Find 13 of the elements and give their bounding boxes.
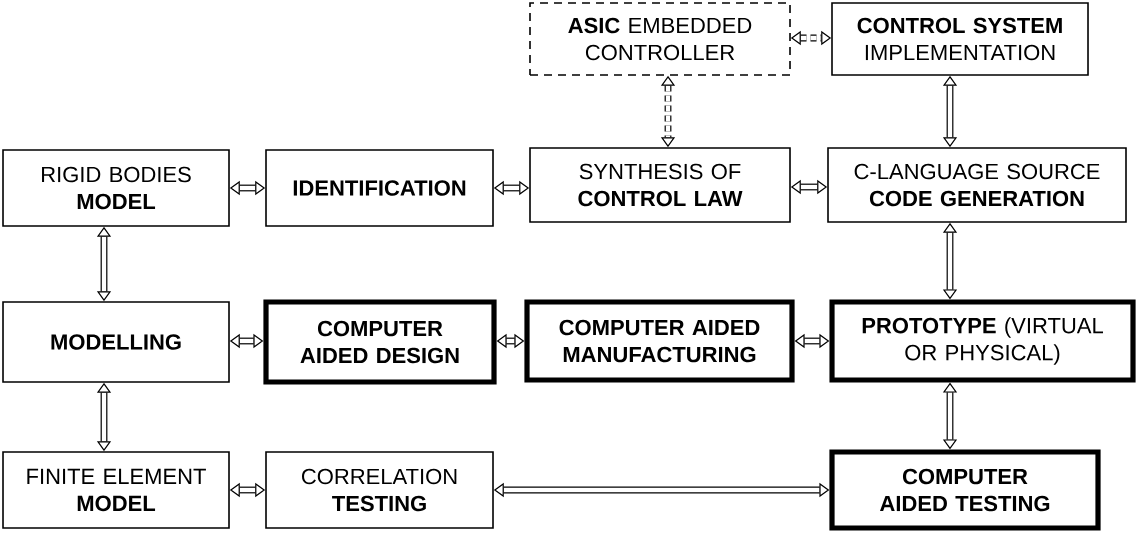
process-box: MODELLING: [2, 301, 230, 383]
process-box: CORRELATION TESTING: [265, 451, 494, 529]
process-box: COMPUTER AIDED MANUFACTURING: [524, 299, 795, 383]
process-box: PROTOTYPE (VIRTUAL OR PHYSICAL): [829, 299, 1136, 383]
process-box: IDENTIFICATION: [265, 149, 494, 227]
process-box: SYNTHESIS OF CONTROL LAW: [529, 147, 791, 223]
process-box: CONTROL SYSTEM IMPLEMENTATION: [831, 2, 1089, 76]
process-box: RIGID BODIES MODEL: [2, 149, 230, 227]
dashed-box: ASIC EMBEDDED CONTROLLER: [529, 2, 791, 76]
process-box: COMPUTER AIDED TESTING: [829, 449, 1101, 531]
process-box: FINITE ELEMENT MODEL: [2, 451, 230, 529]
process-box: COMPUTER AIDED DESIGN: [263, 299, 497, 385]
process-box: C-LANGUAGE SOURCE CODE GENERATION: [827, 147, 1127, 223]
